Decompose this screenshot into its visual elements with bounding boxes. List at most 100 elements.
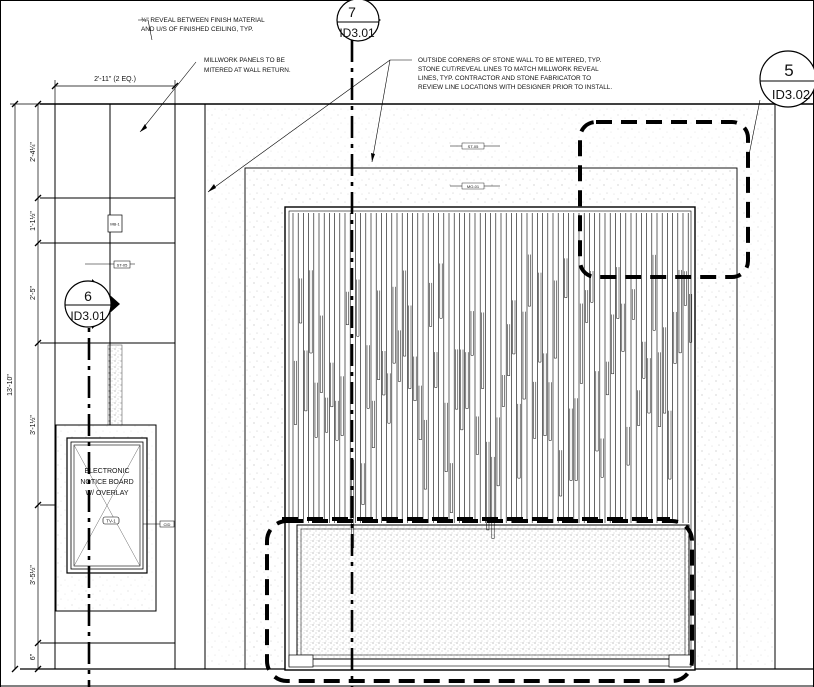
note-stone-line3: LINES, TYP. CONTRACTOR AND STONE FABRICA… — [418, 75, 591, 82]
section-tag-7: 7 ID3.01 — [336, 0, 381, 42]
detail-tag-5: 5 ID3.02 — [747, 50, 814, 161]
slat-groove — [465, 352, 469, 409]
slat-groove — [377, 290, 381, 380]
dim-seg5: 3'-5½" — [29, 565, 37, 585]
slat-groove — [533, 381, 537, 439]
note-millwork-line2: MITERED AT WALL RETURN. — [204, 67, 291, 74]
slat-groove — [543, 353, 547, 436]
slat-groove — [439, 263, 443, 319]
slat-groove — [647, 358, 651, 414]
slat-groove — [382, 351, 386, 396]
slat-groove — [309, 270, 313, 354]
slat-groove — [512, 300, 516, 355]
slat-groove — [553, 280, 557, 359]
slat-groove — [387, 373, 391, 424]
section-tag-6: 6 ID3.01 — [64, 279, 120, 329]
detail-callout-boxes — [265, 120, 750, 683]
slat-groove — [527, 254, 531, 307]
dim-seg4: 3'-1½" — [29, 415, 37, 435]
section-6-number: 6 — [84, 288, 92, 304]
slat-groove — [319, 315, 323, 393]
mark-d-label: MO-01 — [467, 184, 480, 189]
slat-groove — [444, 402, 448, 472]
slat-groove — [418, 385, 422, 441]
mark-a-label: MB-1 — [110, 222, 120, 227]
slat-groove — [522, 311, 526, 400]
slat-groove — [434, 352, 438, 388]
mark-c-label: ST-05 — [468, 144, 479, 149]
slat-groove — [475, 416, 479, 455]
slat-groove — [356, 279, 360, 337]
slat-groove — [366, 345, 370, 409]
slat-groove — [673, 311, 677, 364]
slat-groove — [340, 376, 344, 436]
slat-groove — [423, 419, 427, 490]
slat-groove — [574, 398, 578, 481]
slat-groove — [564, 258, 568, 298]
slat-groove — [689, 293, 693, 343]
slat-groove — [548, 382, 552, 441]
section-7-number: 7 — [348, 4, 356, 20]
slat-groove — [668, 410, 672, 480]
slat-groove — [330, 362, 334, 408]
slat-groove — [507, 324, 511, 376]
mark-b-label: ST-05 — [117, 263, 128, 268]
note-stone: OUTSIDE CORNERS OF STONE WALL TO BE MITE… — [207, 57, 612, 193]
detail-5-sheet: ID3.02 — [772, 87, 810, 102]
slat-groove — [585, 290, 589, 323]
dim-panel-width: 2'-11" (2 EQ.) — [94, 76, 136, 83]
slat-groove — [470, 311, 474, 356]
slat-groove — [600, 438, 604, 478]
dim-seg6: 6" — [30, 653, 37, 660]
slat-groove — [642, 341, 646, 379]
slat-groove — [538, 272, 542, 363]
slat-groove — [345, 291, 349, 326]
section-6-sheet: ID3.01 — [70, 309, 106, 323]
vertical-dimensions: 13'-10" 2'-4¼" 1'-1½" 2'-5" 3'-1½" 3'-5½… — [7, 100, 55, 673]
slat-groove — [455, 349, 459, 410]
slat-groove — [293, 360, 297, 425]
slat-groove — [335, 400, 339, 441]
slat-groove — [621, 303, 625, 352]
slat-groove — [403, 270, 407, 357]
slat-groove — [678, 269, 682, 354]
slat-groove — [605, 361, 609, 396]
notice-board-line2: NOTICE BOARD — [80, 479, 133, 486]
slat-groove — [569, 408, 573, 481]
detail-5-number: 5 — [784, 61, 793, 80]
note-reveal-line2: AND U/S OF FINISHED CEILING, TYP. — [141, 26, 254, 33]
notice-board: ELECTRONIC NOTICE BOARD W/ OVERLAY TV-1 … — [55, 424, 175, 612]
note-stone-line1: OUTSIDE CORNERS OF STONE WALL TO BE MITE… — [418, 57, 601, 64]
slat-groove — [314, 382, 318, 438]
dim-overall: 13'-10" — [7, 374, 14, 396]
slat-groove — [590, 270, 594, 303]
slat-groove — [652, 254, 656, 331]
slat-groove — [631, 289, 635, 320]
note-millwork-line1: MILLWORK PANELS TO BE — [204, 57, 285, 64]
slat-groove — [449, 463, 453, 513]
slat-groove — [325, 397, 329, 433]
section-7-sheet: ID3.01 — [339, 26, 375, 40]
mark-e-label: TV-1 — [106, 519, 116, 524]
horizontal-dimension: 2'-11" (2 EQ.) — [51, 76, 179, 104]
slat-groove — [481, 312, 485, 389]
dim-seg3: 2'-5" — [30, 286, 37, 300]
slat-groove — [517, 403, 521, 479]
slat-groove — [626, 426, 630, 466]
millwork-column: MB-1 ST-05 — [40, 103, 176, 670]
slat-groove — [595, 371, 599, 452]
mark-f-label: CID — [164, 522, 171, 527]
notice-board-line1: ELECTRONIC — [84, 468, 129, 475]
dim-seg2: 1'-1½" — [29, 211, 37, 231]
slat-groove — [611, 314, 615, 375]
slat-groove — [392, 286, 396, 364]
note-stone-line4: REVIEW LINE LOCATIONS WITH DESIGNER PRIO… — [418, 84, 612, 91]
note-millwork: MILLWORK PANELS TO BE MITERED AT WALL RE… — [139, 57, 291, 133]
slat-groove — [408, 305, 412, 389]
notice-board-line3: W/ OVERLAY — [85, 490, 128, 497]
slat-groove — [361, 463, 365, 505]
slat-groove — [304, 350, 308, 412]
slat-groove — [663, 327, 667, 414]
slat-groove — [559, 450, 563, 497]
